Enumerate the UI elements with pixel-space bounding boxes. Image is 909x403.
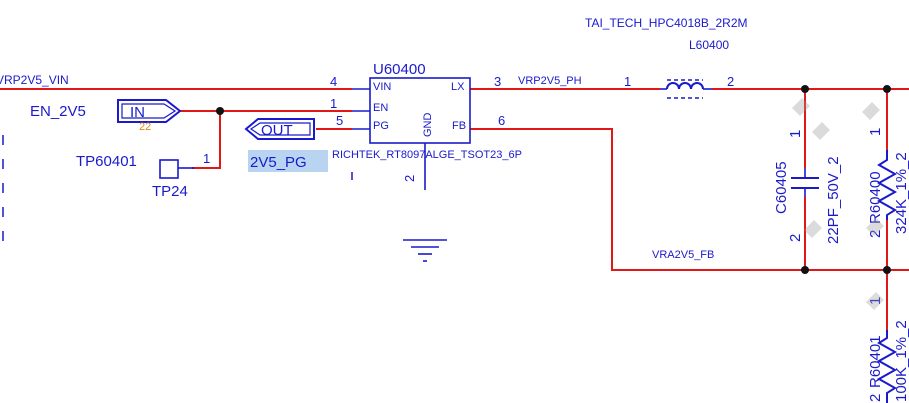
net-label-pg-highlight [248,150,328,172]
ground-icon [403,239,447,262]
testpoint-refdes: TP60401 [76,153,137,170]
resistor-r60401[interactable] [876,330,898,403]
capacitor-c60405[interactable] [791,168,819,197]
testpoint-body [159,159,179,179]
junction-fb-res [883,266,891,274]
ic-pin-lx-number: 3 [494,74,501,89]
resistor-r60400-zigzag-icon [876,150,898,220]
inductor-refdes: L60400 [689,38,729,52]
net-label-pg[interactable]: 2V5_PG [250,154,307,171]
ic-pin-pg-number: 5 [336,113,343,128]
ic-pin-vin-number: 4 [330,74,337,89]
net-label-en: EN_2V5 [30,103,86,120]
ic-part-number: RICHTEK_RT8097ALGE_TSOT23_6P [332,149,522,161]
junction-vout-cap [801,85,809,93]
resistor-r60401-refdes: R60401 [867,335,884,388]
net-label-ph: VRP2V5_PH [518,75,582,87]
resistor-r60401-value: 100K_1%_2 [893,320,909,402]
ic-pin-gnd-number: 2 [402,175,417,182]
capacitor-value: 22PF_50V_2 [825,156,842,244]
inductor-coil-icon [666,82,704,90]
in-port-ref: 22 [139,121,151,133]
resistor-r60401-pin1-number: 1 [867,297,884,305]
testpoint-footprint: TP24 [152,183,188,200]
in-port[interactable]: IN 22 [117,99,182,133]
resistor-r60400-pin1-number: 1 [867,128,884,136]
junction-vout-res [883,85,891,93]
testpoint[interactable] [159,159,194,179]
out-port[interactable]: OUT [244,118,315,140]
resistor-r60401-pin2-number: 2 [867,394,884,402]
capacitor-refdes: C60405 [773,161,790,214]
resistor-r60400[interactable] [876,150,898,220]
resistor-r60400-refdes: R60400 [867,171,884,224]
ic-u60400[interactable] [352,77,471,190]
ic-pin-pg-name: PG [373,120,389,132]
selection-handles [792,98,884,310]
inductor-part-number: TAI_TECH_HPC4018B_2R2M [585,16,748,30]
ic-pin-fb-name: FB [452,120,466,132]
resistor-r60400-pin2-number: 2 [867,230,884,238]
out-port-label: OUT [261,122,293,139]
wire-fb [470,128,909,271]
resistor-r60401-zigzag-icon [876,330,898,403]
capacitor-pin1-number: 1 [787,130,804,138]
in-port-label: IN [130,104,145,121]
ic-pin-gnd-name: GND [422,113,434,138]
net-label-vin: VRP2V5_VIN [0,73,69,87]
inductor-l60400[interactable] [660,79,712,99]
wire-en-to-testpoint [192,111,221,169]
ic-pin-fb-number: 6 [498,113,505,128]
testpoint-pin-number: 1 [203,151,210,166]
net-label-fb: VRA2V5_FB [652,249,714,261]
ic-pin-en-number: 1 [330,96,337,111]
ic-pin-en-name: EN [373,102,388,114]
capacitor-pin2-number: 2 [787,234,804,242]
ic-refdes: U60400 [373,61,426,78]
junction-fb-cap [801,266,809,274]
resistor-r60400-value: 324K_1%_2 [893,152,909,234]
inductor-pin1-number: 1 [624,74,631,89]
junction-en [216,107,224,115]
inductor-pin2-number: 2 [727,74,734,89]
ic-pin-lx-name: LX [451,81,465,93]
ic-pin-vin-name: VIN [373,81,391,93]
